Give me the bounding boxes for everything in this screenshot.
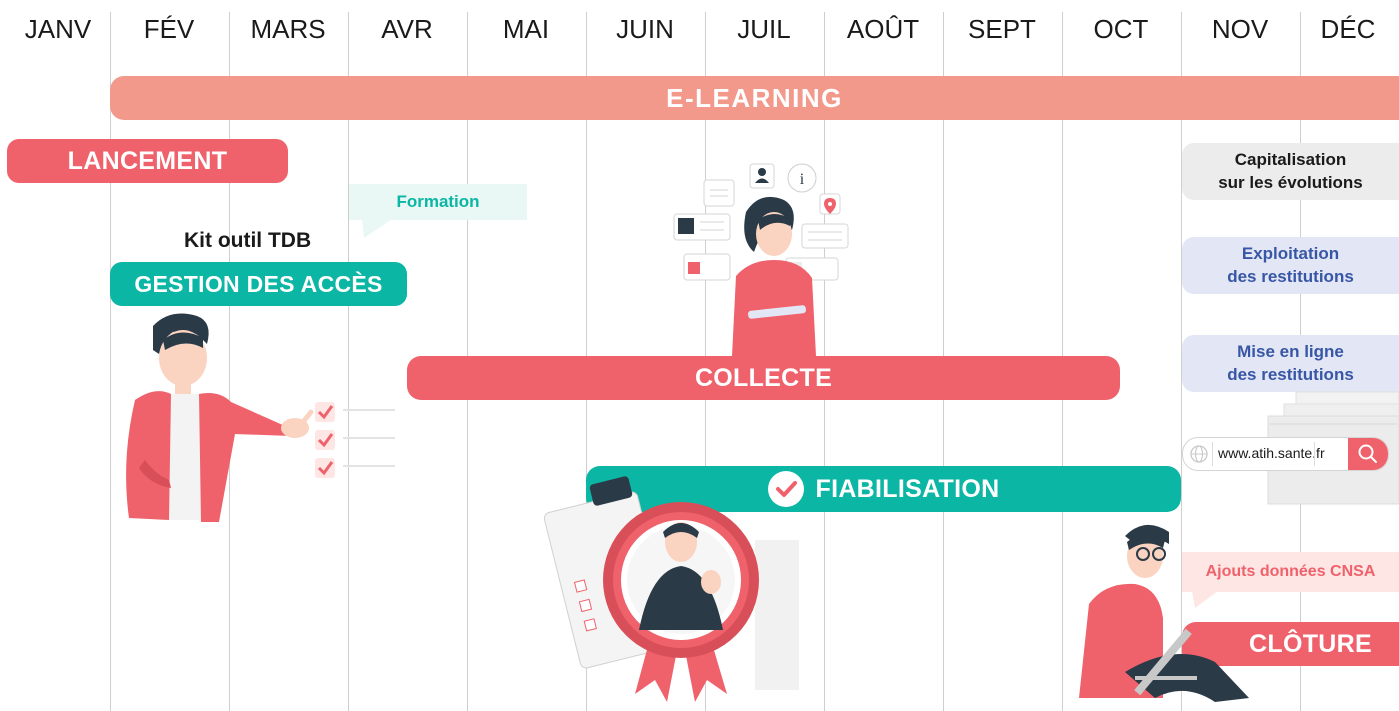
location-pin-icon [824,198,836,214]
information-illustration: i [673,163,849,356]
month-jun: JUIN [616,14,674,44]
month-nov: NOV [1211,14,1269,44]
month-oct: OCT [1093,14,1149,44]
gridline [110,12,111,711]
laptop-user-illustration [1079,524,1249,702]
month-mar: MARS [250,14,326,44]
formation-callout [349,184,527,220]
gestion-acces-bar: GESTION DES ACCÈS [110,262,407,306]
month-apr: AVR [381,14,433,44]
cloture-label: CLÔTURE [1249,629,1372,658]
website-search-bar[interactable]: www.atih.sante.fr [1182,437,1389,471]
month-aug: AOÛT [846,14,920,44]
month-jan: JANV [24,14,92,44]
elearning-bar: E-LEARNING [110,76,1399,120]
formation-label: Formation [396,191,480,211]
cnsa-callout [1182,552,1399,592]
month-may: MAI [502,14,550,44]
gridline [1181,12,1182,711]
fiabilisation-label: FIABILISATION [815,474,1000,503]
cnsa-callout-tail [1192,591,1218,608]
collecte-label: COLLECTE [694,363,833,392]
mise-en-ligne-line1: Mise en ligne [1237,342,1344,362]
capitalisation-note: Capitalisation sur les évolutions [1182,143,1399,200]
cloture-bar: CLÔTURE [1182,622,1399,666]
capitalisation-line2: sur les évolutions [1218,172,1363,192]
search-icon [1358,444,1377,463]
capitalisation-line1: Capitalisation [1234,150,1347,170]
check-circle-icon [767,471,804,507]
mise-en-ligne-note: Mise en ligne des restitutions [1182,335,1399,392]
gestion-acces-label: GESTION DES ACCÈS [134,270,383,297]
mise-en-ligne-line2: des restitutions [1227,364,1354,384]
user-icon [755,168,769,183]
kit-outil-label: Kit outil TDB [184,229,312,252]
info-icon: i [787,163,817,193]
lancement-label: LANCEMENT [67,146,228,175]
month-jul: JUIL [737,14,791,44]
presenter-illustration [126,313,395,522]
month-sep: SEPT [968,14,1036,44]
award-illustration [543,476,799,702]
gridline [348,12,349,711]
exploitation-note: Exploitation des restitutions [1182,237,1399,294]
month-feb: FÉV [143,14,195,44]
exploitation-line1: Exploitation [1241,244,1340,264]
divider [1314,442,1315,466]
gridline [229,12,230,711]
elearning-label: E-LEARNING [666,82,843,113]
collecte-bar: COLLECTE [407,356,1120,400]
svg-text:i: i [800,171,805,188]
exploitation-line2: des restitutions [1227,266,1354,286]
website-url: www.atih.sante.fr [1218,445,1325,461]
formation-callout-tail [362,219,392,238]
cnsa-label: Ajouts données CNSA [1205,562,1376,580]
globe-icon [1189,444,1209,464]
lancement-bar: LANCEMENT [7,139,288,183]
search-button[interactable] [1348,438,1388,470]
divider [1212,442,1213,466]
month-dec: DÉC [1320,14,1376,44]
